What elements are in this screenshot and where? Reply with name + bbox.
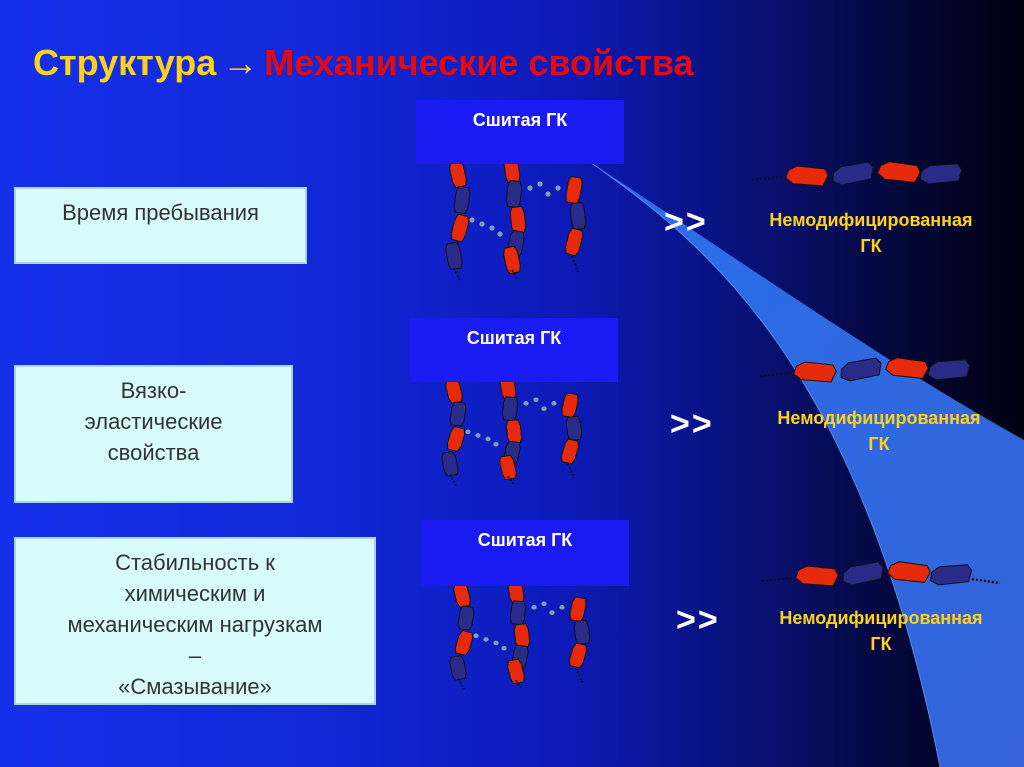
property-box-viscoelastic: Вязко- эластические свойства [14, 365, 293, 503]
crosslinked-molecule-icon [440, 164, 600, 287]
property-line: Время пребывания [16, 197, 305, 228]
unmodified-label: Немодифицированная ГК [726, 207, 1016, 259]
unmodified-line: ГК [734, 431, 1024, 457]
property-line: механическим нагрузкам [16, 609, 374, 640]
crosslinked-label: Сшитая ГК [478, 530, 573, 550]
unmodified-label: Немодифицированная ГК [736, 605, 1024, 657]
comparison-sign: >> [670, 405, 714, 444]
unmodified-line: Немодифицированная [734, 405, 1024, 431]
unmodified-line: Немодифицированная [736, 605, 1024, 631]
title-mechanical-properties: Механические свойства [264, 42, 693, 83]
title-structure: Структура [33, 42, 216, 83]
crosslinked-molecule-icon [444, 586, 604, 696]
comparison-sign: >> [664, 203, 708, 242]
unmodified-line: Немодифицированная [726, 207, 1016, 233]
linear-molecule-icon [760, 356, 975, 391]
unmodified-line: ГК [726, 233, 1016, 259]
title-arrow: → [222, 42, 258, 83]
property-line: свойства [16, 437, 291, 468]
property-box-residence-time: Время пребывания [14, 187, 307, 264]
property-line: – [16, 640, 374, 671]
property-box-stability: Стабильность к химическим и механическим… [14, 537, 376, 705]
property-line: Стабильность к [16, 547, 374, 578]
crosslinked-molecule-icon [436, 382, 596, 492]
crosslinked-label-box: Сшитая ГК [410, 318, 618, 382]
crosslinked-label: Сшитая ГК [467, 328, 562, 348]
linear-molecule-icon [762, 561, 1002, 596]
comparison-sign: >> [676, 601, 720, 640]
crosslinked-label: Сшитая ГК [473, 110, 568, 130]
unmodified-label: Немодифицированная ГК [734, 405, 1024, 457]
linear-molecule-icon [752, 160, 967, 195]
crosslinked-label-box: Сшитая ГК [421, 520, 629, 586]
property-line: «Смазывание» [16, 671, 374, 702]
property-line: Вязко- [16, 375, 291, 406]
property-line: химическим и [16, 578, 374, 609]
unmodified-line: ГК [736, 631, 1024, 657]
property-line: эластические [16, 406, 291, 437]
slide-title: Структура→Механические свойства [33, 42, 694, 84]
crosslinked-label-box: Сшитая ГК [416, 100, 624, 164]
